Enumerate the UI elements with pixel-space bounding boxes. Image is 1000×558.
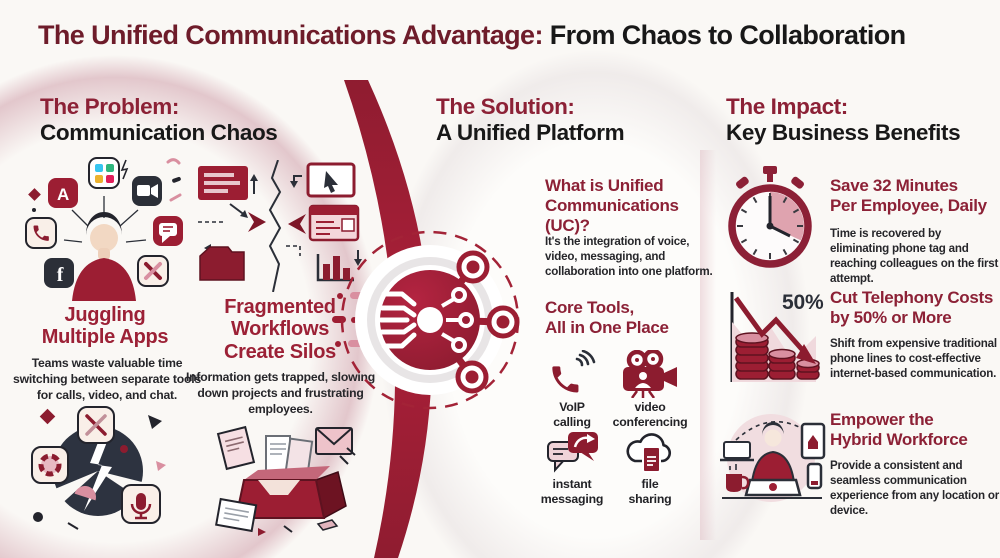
benefit-title: Cut Telephony Costs by 50% or More xyxy=(830,288,994,328)
problem-item-title: Fragmented Workflows Create Silos xyxy=(223,296,336,363)
problem-item-title: Juggling Multiple Apps xyxy=(41,304,169,349)
benefit-body: Time is recovered by eliminating phone t… xyxy=(830,227,999,286)
impact-heading-accent: The Impact: xyxy=(726,94,848,119)
problem-heading-accent: The Problem: xyxy=(40,94,179,119)
voip-calling-icon xyxy=(552,350,596,393)
svg-text:f: f xyxy=(57,264,64,286)
juggling-apps-illustration: A f xyxy=(25,157,183,301)
tool-label: instant messaging xyxy=(540,477,604,506)
problem-heading-rest: Communication Chaos xyxy=(40,119,278,145)
impact-gradient-decor xyxy=(700,150,716,540)
file-sharing-icon xyxy=(626,433,672,473)
page-title-accent: The Unified Communications Advantage: xyxy=(38,20,543,50)
instant-messaging-icon xyxy=(547,432,598,473)
tool-label: VoIP calling xyxy=(553,400,591,429)
what-is-uc-title: What is Unified Communications (UC)? xyxy=(545,176,679,236)
tool-label: file sharing xyxy=(628,477,672,506)
hybrid-workforce-icon xyxy=(720,414,826,502)
video-conferencing-icon xyxy=(623,350,677,398)
declining-costs-icon xyxy=(730,292,820,382)
solution-heading: The Solution: A Unified Platform xyxy=(436,94,625,145)
benefit-title: Save 32 Minutes Per Employee, Daily xyxy=(830,176,987,216)
svg-text:A: A xyxy=(57,185,69,204)
overflowing-files-illustration xyxy=(215,425,356,536)
tool-label: video conferencing xyxy=(612,400,688,429)
core-tools-title: Core Tools, All in One Place xyxy=(545,298,669,338)
broken-apps-illustration xyxy=(31,406,166,530)
unified-hub-illustration xyxy=(332,80,520,558)
solution-heading-accent: The Solution: xyxy=(436,94,575,119)
problem-item-body: Information gets trapped, slowing down p… xyxy=(185,370,376,416)
impact-heading: The Impact: Key Business Benefits xyxy=(726,94,961,145)
problem-heading: The Problem: Communication Chaos xyxy=(40,94,278,145)
fragmented-workflows-illustration xyxy=(198,160,362,292)
stopwatch-icon xyxy=(728,166,812,268)
solution-heading-rest: A Unified Platform xyxy=(436,119,625,145)
benefit-body: Provide a consistent and seamless commun… xyxy=(830,459,1000,518)
what-is-uc-body: It's the integration of voice, video, me… xyxy=(545,235,713,279)
problem-item-body: Teams waste valuable time switching betw… xyxy=(13,356,201,402)
benefit-title: Empower the Hybrid Workforce xyxy=(830,410,968,450)
impact-heading-rest: Key Business Benefits xyxy=(726,119,961,145)
page-title-rest: From Chaos to Collaboration xyxy=(542,20,906,50)
benefit-body: Shift from expensive traditional phone l… xyxy=(830,337,997,381)
benefit-stat: 50% xyxy=(782,291,824,314)
page-title: The Unified Communications Advantage: Fr… xyxy=(38,20,906,51)
